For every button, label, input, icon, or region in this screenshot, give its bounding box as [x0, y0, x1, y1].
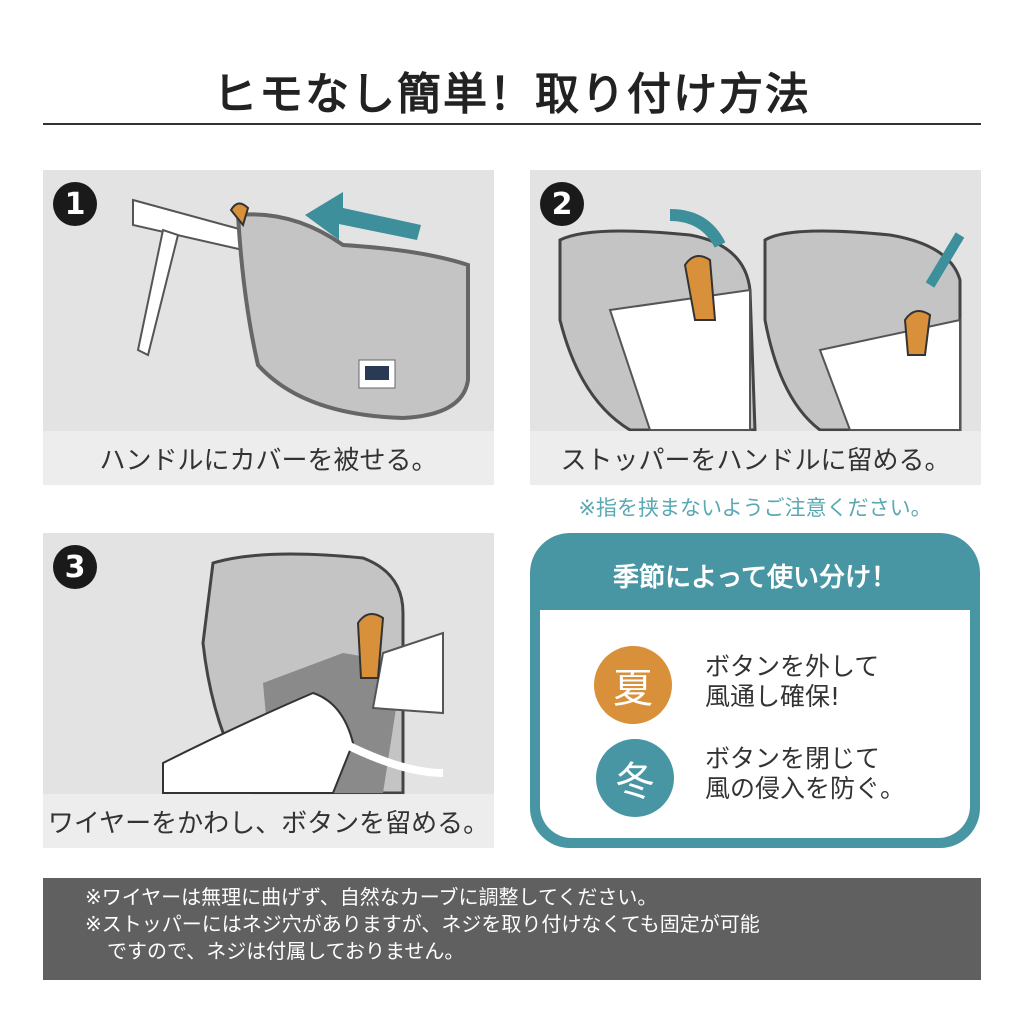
winter-line-1: ボタンを閉じて: [705, 744, 881, 773]
summer-text: ボタンを外して 風通し確保!: [705, 652, 879, 712]
summer-line-1: ボタンを外して: [705, 652, 880, 681]
note-item: ですので、ネジは付属しておりません。: [107, 939, 465, 963]
page-title: ヒモなし簡単！取り付け方法: [213, 69, 811, 120]
notes-box: ※ワイヤーは無理に曲げず、自然なカーブに調整してください。 ※ストッパーにはネジ…: [43, 878, 981, 980]
summer-line-2: 風通し確保!: [705, 682, 841, 711]
step-3-panel: 3 ワイヤーをかわし、ボタンを留める。: [43, 533, 494, 848]
step-3-illustration: [162, 552, 444, 795]
summer-badge: 夏: [594, 646, 672, 724]
step-2-illustration: [558, 209, 965, 432]
winter-line-2: 風の侵入を防ぐ。: [705, 774, 906, 803]
title-divider: [43, 123, 981, 125]
step-caption: ハンドルにカバーを被せる。: [43, 431, 494, 485]
step-caption: ストッパーをハンドルに留める。: [530, 431, 981, 485]
step-caption: ワイヤーをかわし、ボタンを留める。: [43, 794, 494, 848]
note-item: ※ストッパーにはネジ穴がありますが、ネジを取り付けなくても固定が可能: [85, 912, 760, 936]
step-2-panel: 2 ストッパーをハンドルに留める。: [530, 170, 981, 485]
step-number: 3: [53, 545, 97, 589]
season-body: 夏 ボタンを外して 風通し確保! 冬 ボタンを閉じて 風の侵入を防ぐ。: [540, 610, 970, 838]
step-1-illustration: [132, 192, 470, 421]
arrow-icon: [669, 209, 726, 248]
step-number: 2: [540, 182, 584, 226]
season-usage-box: 季節によって使い分け！ 夏 ボタンを外して 風通し確保! 冬 ボタンを閉じて 風…: [530, 533, 980, 848]
winter-text: ボタンを閉じて 風の侵入を防ぐ。: [705, 744, 905, 804]
note-item: ※ワイヤーは無理に曲げず、自然なカーブに調整してください。: [85, 885, 658, 909]
winter-badge: 冬: [596, 739, 674, 817]
arrow-icon: [305, 192, 421, 240]
finger-warning: ※指を挟まないようご注意ください。: [578, 496, 932, 520]
step-number: 1: [53, 182, 97, 226]
step-1-panel: 1 ハンドルにカバーを被せる。: [43, 170, 494, 485]
arrow-icon: [925, 232, 965, 288]
season-heading: 季節によって使い分け！: [613, 563, 897, 593]
